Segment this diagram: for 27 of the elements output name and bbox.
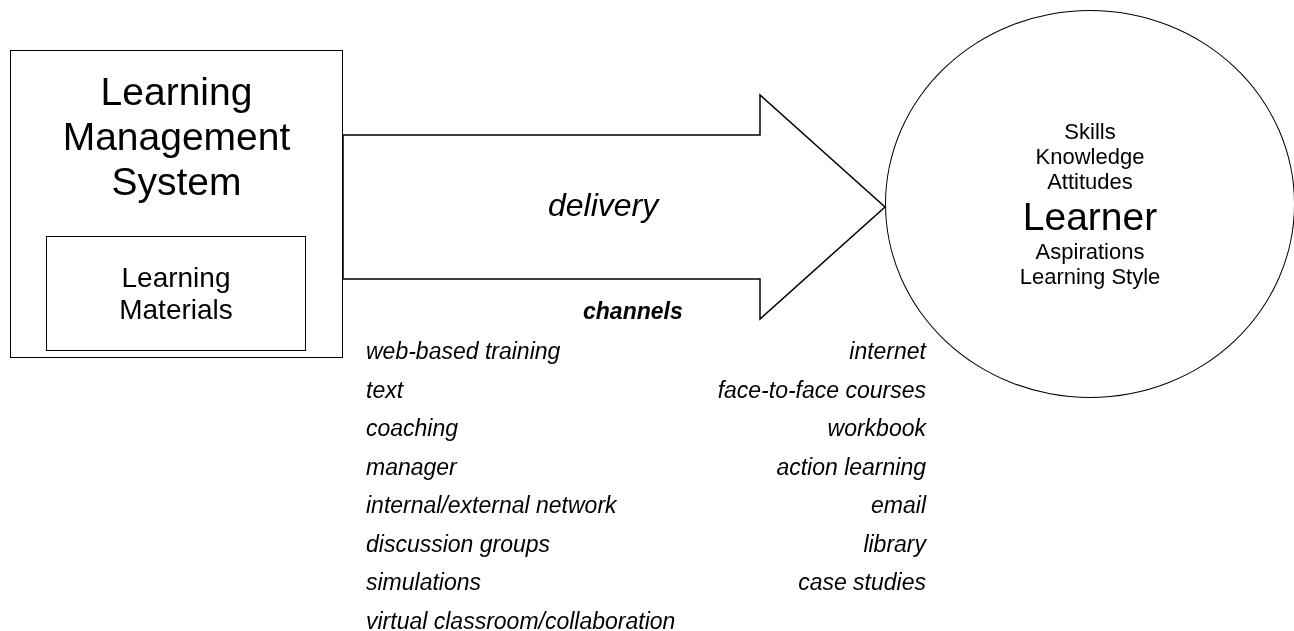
box-title: Learning Management System (61, 69, 292, 204)
channel-item: text (366, 376, 404, 404)
learner-label: Learner (1022, 194, 1158, 239)
channel-item: discussion groups (366, 530, 551, 558)
attribute-text: Skills (1064, 119, 1116, 144)
attribute-text: Knowledge (1035, 144, 1145, 169)
channel-item: virtual classroom/collaboration (366, 607, 676, 631)
channel-item: library (863, 530, 926, 558)
channel-item: internet (849, 338, 926, 365)
channel-item: web-based training (366, 338, 561, 365)
materials-box (46, 236, 306, 351)
attribute-text: Attitudes (1047, 169, 1133, 194)
block-arrow (342, 93, 887, 321)
box-label: Learning Materials (118, 261, 234, 326)
channel-item: internal/external network (366, 492, 617, 519)
channel-item: coaching (366, 415, 459, 442)
channel-item: manager (366, 453, 457, 481)
system-box (10, 50, 343, 358)
channel-item: action learning (776, 453, 926, 481)
channel-item: email (871, 492, 926, 519)
attribute-text: Learning Style (1019, 264, 1161, 289)
attribute-text: Aspirations (1035, 239, 1145, 264)
channel-item: case studies (798, 569, 926, 596)
channel-item: workbook (827, 415, 926, 442)
channel-item: simulations (366, 569, 482, 596)
channel-item: face-to-face courses (717, 376, 926, 404)
channels-heading: channels (583, 298, 683, 325)
